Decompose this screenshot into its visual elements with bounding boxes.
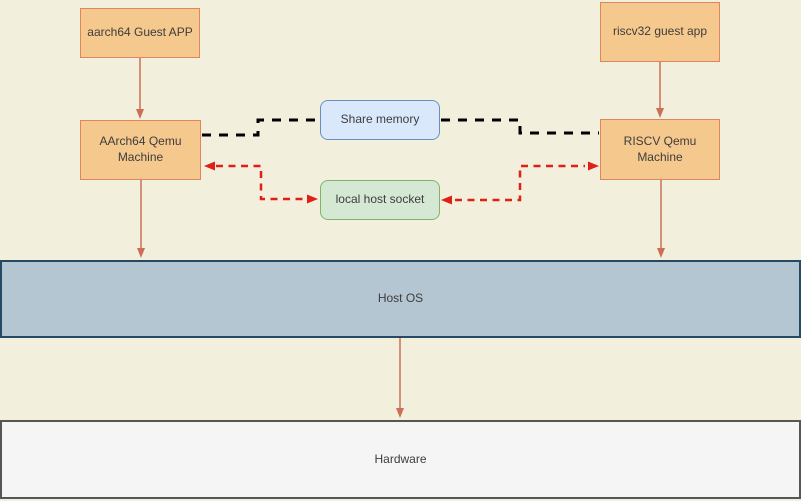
node-label: AArch64 Qemu Machine bbox=[99, 134, 182, 164]
node-label: local host socket bbox=[335, 192, 425, 207]
arrowhead-right-icon bbox=[307, 194, 318, 204]
node-label: Host OS bbox=[377, 291, 424, 306]
node-label: Hardware bbox=[374, 451, 427, 466]
solid-arrowheads bbox=[136, 108, 665, 418]
arrowhead-down-icon bbox=[137, 248, 145, 258]
node-label: RISCV Qemu Machine bbox=[623, 133, 697, 164]
arrowhead-down-icon bbox=[656, 108, 664, 118]
node-label: riscv32 guest app bbox=[612, 24, 708, 39]
node-share-memory: Share memory bbox=[320, 100, 440, 140]
node-riscv32-guest-app: riscv32 guest app bbox=[600, 2, 720, 62]
link-socket-to-riscvqemu bbox=[455, 164, 585, 202]
arrowhead-right-icon bbox=[588, 161, 599, 171]
node-host-os: Host OS bbox=[0, 260, 801, 338]
node-aarch64-guest-app: aarch64 Guest APP bbox=[80, 8, 200, 58]
arrowhead-down-icon bbox=[657, 248, 665, 258]
share-memory-links bbox=[202, 118, 599, 137]
link-sharememory-to-riscvqemu bbox=[441, 118, 599, 135]
arrowhead-left-icon bbox=[441, 195, 452, 205]
link-aarch64qemu-to-socket bbox=[216, 164, 304, 201]
socket-arrowheads bbox=[204, 161, 599, 205]
arrowhead-down-icon bbox=[136, 109, 144, 119]
arrowhead-left-icon bbox=[204, 161, 215, 171]
node-aarch64-qemu-machine: AArch64 Qemu Machine bbox=[80, 120, 201, 180]
socket-links bbox=[216, 164, 585, 202]
node-local-host-socket: local host socket bbox=[320, 180, 440, 220]
node-hardware: Hardware bbox=[0, 420, 801, 499]
node-riscv-qemu-machine: RISCV Qemu Machine bbox=[600, 119, 720, 180]
node-label: aarch64 Guest APP bbox=[87, 25, 193, 40]
link-aarch64qemu-to-sharememory bbox=[202, 118, 319, 137]
arrowhead-down-icon bbox=[396, 408, 404, 418]
node-label: Share memory bbox=[340, 112, 420, 127]
solid-arrow-lines bbox=[139, 58, 662, 409]
